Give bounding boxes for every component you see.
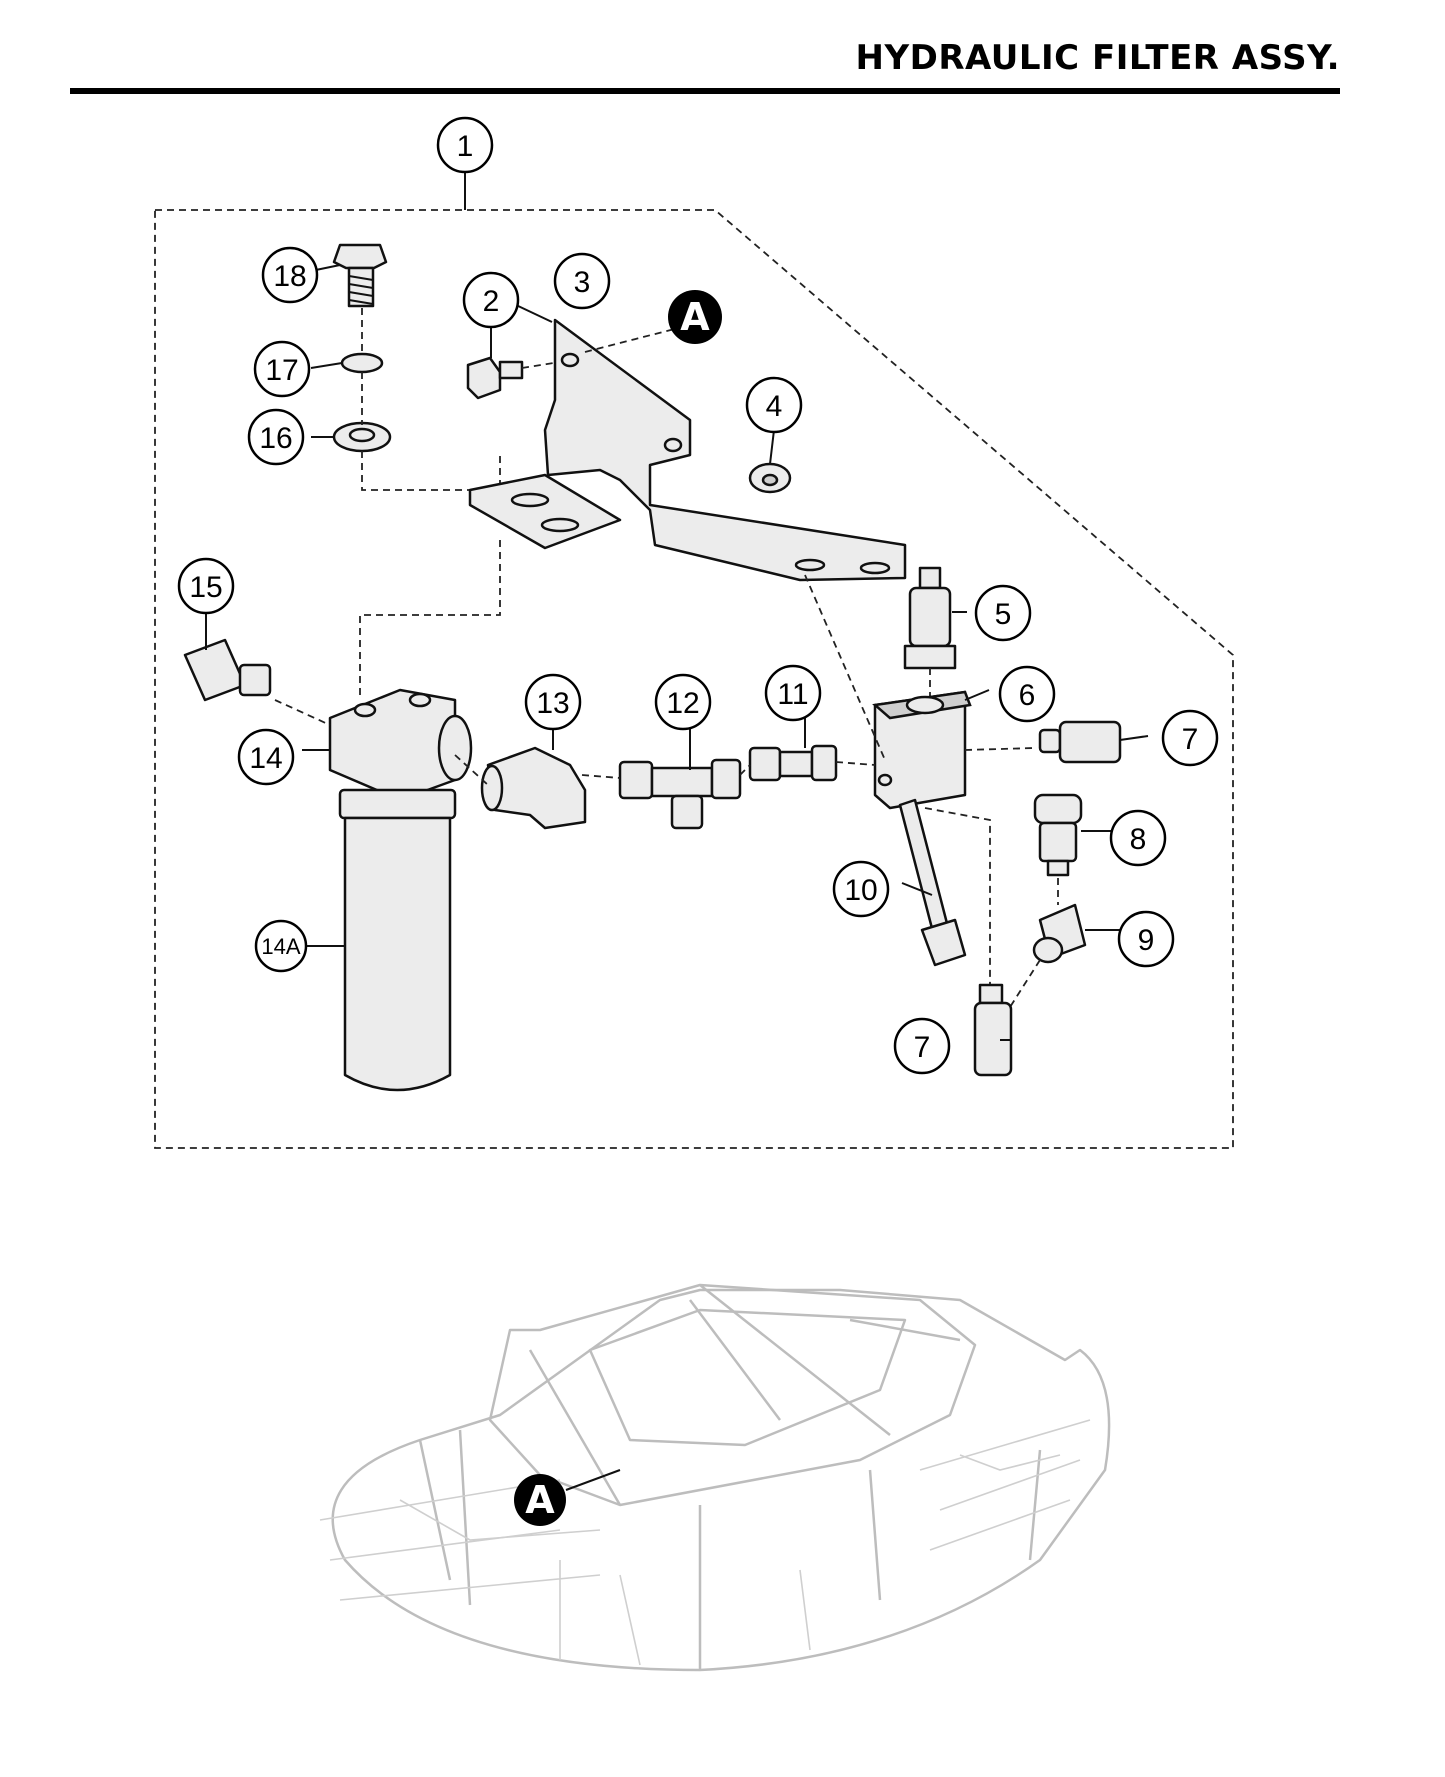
part-14a-filter-element (338, 788, 457, 1092)
part-18-bolt (332, 243, 388, 308)
callout-16: 16 (247, 408, 305, 466)
svg-text:A: A (525, 1478, 555, 1522)
part-16-flat-washer (332, 421, 392, 453)
svg-text:A: A (680, 295, 710, 339)
svg-text:2: 2 (483, 285, 500, 318)
part-15-fitting (183, 638, 272, 702)
part-11-union (748, 744, 838, 782)
page-title: HYDRAULIC FILTER ASSY. (855, 38, 1340, 78)
callout-5: 5 (974, 584, 1032, 642)
svg-text:4: 4 (766, 390, 783, 423)
part-9-adapter (1032, 903, 1087, 964)
svg-text:16: 16 (259, 422, 292, 455)
svg-text:14: 14 (249, 742, 282, 775)
callout-1: 1 (436, 116, 494, 174)
reference-marker-a-bottom: A (514, 1469, 621, 1526)
part-10-long-bolt (898, 798, 967, 967)
callout-7-upper: 7 (1161, 709, 1219, 767)
part-13-elbow (480, 746, 587, 830)
callout-17: 17 (253, 340, 311, 398)
callout-3: 3 (553, 252, 611, 310)
part-5-sensor (903, 566, 957, 670)
svg-text:7: 7 (1182, 723, 1199, 756)
callout-4: 4 (745, 376, 803, 434)
part-8-pressure-switch (1033, 793, 1083, 877)
part-4-nut (748, 462, 792, 494)
svg-text:8: 8 (1130, 823, 1147, 856)
callout-2: 2 (462, 271, 520, 329)
part-12-tee (618, 758, 742, 830)
frame-overview (319, 1283, 1111, 1672)
part-14-filter-head (328, 688, 473, 802)
svg-text:7: 7 (914, 1031, 931, 1064)
callout-18: 18 (261, 246, 319, 304)
svg-text:6: 6 (1019, 679, 1036, 712)
callout-8: 8 (1109, 809, 1167, 867)
svg-text:1: 1 (457, 130, 474, 163)
part-2-flange-bolt (466, 356, 524, 400)
callout-12: 12 (654, 673, 712, 731)
part-7-upper-fitting (1038, 720, 1122, 764)
svg-text:11: 11 (777, 678, 808, 711)
svg-text:14A: 14A (261, 934, 300, 959)
svg-text:15: 15 (189, 571, 222, 604)
svg-text:13: 13 (536, 687, 569, 720)
svg-text:12: 12 (666, 687, 699, 720)
reference-marker-a-top: A (668, 290, 722, 344)
callout-13: 13 (524, 673, 582, 731)
callout-14: 14 (237, 728, 295, 786)
part-17-lock-washer (340, 352, 384, 374)
part-6-manifold-block (872, 690, 972, 810)
svg-text:18: 18 (273, 260, 306, 293)
part-7-lower-fitting (973, 983, 1013, 1077)
assembly-boundary (154, 209, 1234, 1149)
part-3-mounting-bracket (468, 318, 907, 582)
callout-11: 11 (764, 664, 822, 722)
svg-text:5: 5 (995, 598, 1012, 631)
callout-15: 15 (177, 557, 235, 615)
svg-text:9: 9 (1138, 924, 1155, 957)
svg-text:17: 17 (265, 354, 298, 387)
callout-6: 6 (998, 665, 1056, 723)
callout-7-lower: 7 (893, 1017, 951, 1075)
title-rule (70, 88, 1340, 94)
callout-10: 10 (832, 860, 890, 918)
svg-text:10: 10 (844, 874, 877, 907)
callout-14a: 14A (254, 919, 308, 973)
svg-text:3: 3 (574, 266, 591, 299)
callout-9: 9 (1117, 910, 1175, 968)
